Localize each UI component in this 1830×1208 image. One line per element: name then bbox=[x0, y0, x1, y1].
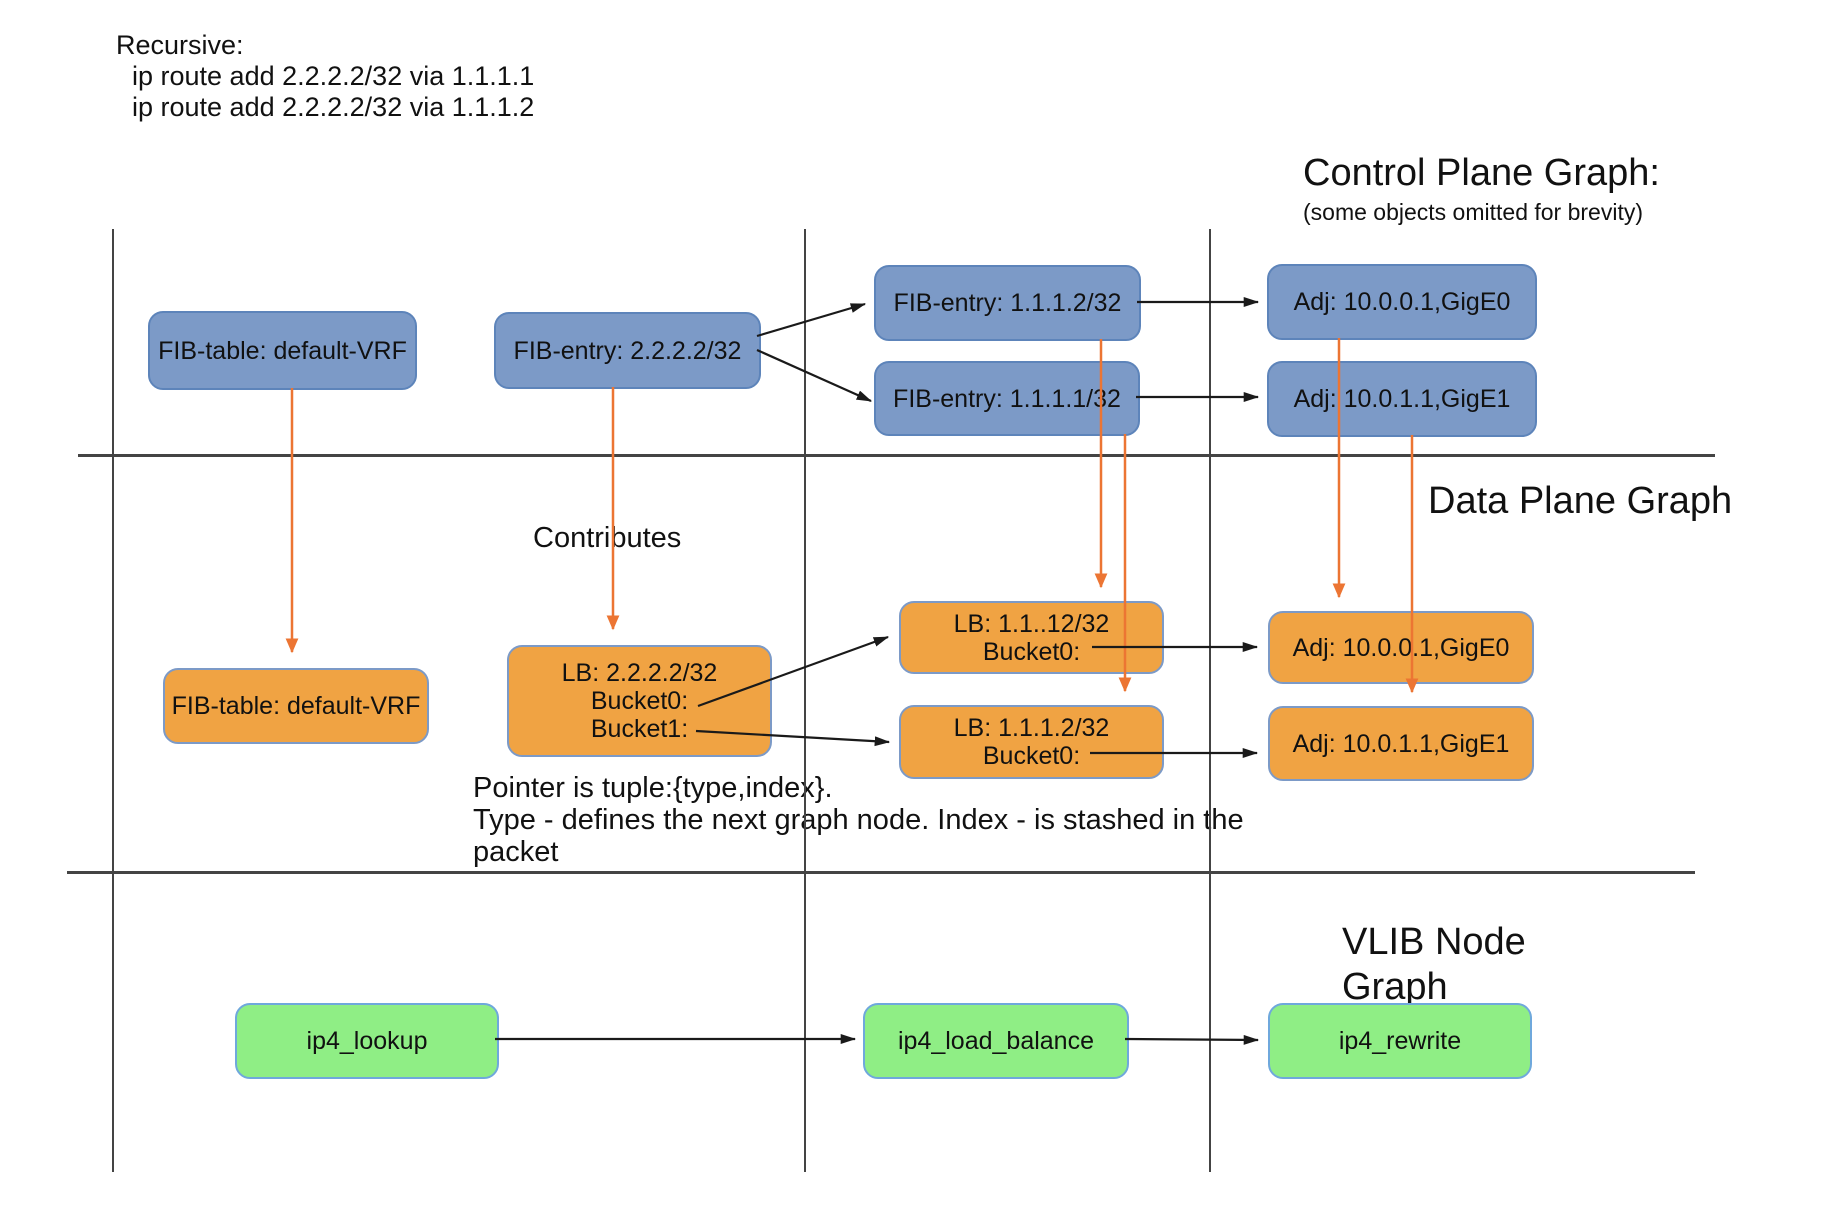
vlib-title-line1: VLIB Node bbox=[1342, 921, 1526, 963]
control-plane-subtitle: (some objects omitted for brevity) bbox=[1303, 199, 1644, 225]
node-label: Adj: 10.0.0.1,GigE0 bbox=[1293, 288, 1511, 316]
arrow-fib-entry-2222-to-1111 bbox=[756, 348, 873, 403]
arrow-load-balance-to-rewrite bbox=[1124, 1034, 1260, 1045]
arrow-lb2222-bucket0-to-lb1112a bbox=[697, 635, 890, 708]
control-plane-title: Control Plane Graph: bbox=[1303, 152, 1660, 194]
node-dp-adj-gige0: Adj: 10.0.0.1,GigE0 bbox=[1268, 611, 1534, 684]
pointer-note: Pointer is tuple:{type,index}.Type - def… bbox=[473, 772, 1244, 868]
node-cp-fib-entry-1111: FIB-entry: 1.1.1.1/32 bbox=[874, 361, 1140, 436]
node-vlib-ip4-load-balance: ip4_load_balance bbox=[863, 1003, 1129, 1079]
node-label: FIB-entry: 2.2.2.2/32 bbox=[513, 336, 742, 365]
node-label: ip4_lookup bbox=[306, 1027, 428, 1055]
node-label: ip4_load_balance bbox=[897, 1027, 1094, 1055]
node-label: Adj: 10.0.1.1,GigE1 bbox=[1293, 385, 1511, 413]
node-dp-fib-table: FIB-table: default-VRF bbox=[163, 668, 429, 744]
pointer-note-line2: Type - defines the next graph node. Inde… bbox=[473, 804, 1244, 836]
node-label: Adj: 10.0.1.1,GigE1 bbox=[1292, 729, 1510, 758]
node-vlib-ip4-rewrite: ip4_rewrite bbox=[1268, 1003, 1532, 1079]
grid-vline-right bbox=[1209, 229, 1212, 1172]
node-cp-fib-entry-2222: FIB-entry: 2.2.2.2/32 bbox=[494, 312, 761, 389]
recursive-note: Recursive:ip route add 2.2.2.2/32 via 1.… bbox=[116, 30, 534, 123]
node-label: Adj: 10.0.0.1,GigE0 bbox=[1292, 633, 1510, 662]
node-cp-fib-entry-1112: FIB-entry: 1.1.1.2/32 bbox=[874, 265, 1141, 341]
node-vlib-ip4-lookup: ip4_lookup bbox=[235, 1003, 499, 1079]
node-label: FIB-entry: 1.1.1.1/32 bbox=[893, 384, 1121, 413]
recursive-route-2: ip route add 2.2.2.2/32 via 1.1.1.2 bbox=[132, 92, 535, 122]
pointer-note-line3: packet bbox=[473, 836, 559, 868]
arrow-lb2222-bucket1-to-lb1112b bbox=[695, 729, 891, 747]
grid-hline-control-data bbox=[78, 454, 1715, 457]
contributes-label: Contributes bbox=[533, 522, 682, 554]
node-label: ip4_rewrite bbox=[1338, 1027, 1462, 1055]
grid-hline-data-vlib bbox=[67, 871, 1695, 874]
node-dp-adj-gige1: Adj: 10.0.1.1,GigE1 bbox=[1268, 706, 1534, 781]
node-label: FIB-table: default-VRF bbox=[158, 336, 407, 365]
recursive-title: Recursive: bbox=[116, 30, 244, 60]
node-label: FIB-entry: 1.1.1.2/32 bbox=[893, 289, 1122, 317]
node-label: FIB-table: default-VRF bbox=[171, 692, 421, 720]
vlib-title-line2: Graph bbox=[1342, 966, 1448, 1008]
node-cp-fib-table: FIB-table: default-VRF bbox=[148, 311, 417, 390]
grid-vline-middle bbox=[804, 229, 807, 1172]
node-cp-adj-gige0: Adj: 10.0.0.1,GigE0 bbox=[1267, 264, 1537, 340]
data-plane-title: Data Plane Graph bbox=[1428, 480, 1733, 522]
node-cp-adj-gige1: Adj: 10.0.1.1,GigE1 bbox=[1267, 361, 1537, 437]
recursive-route-1: ip route add 2.2.2.2/32 via 1.1.1.1 bbox=[132, 61, 535, 91]
pointer-note-line1: Pointer is tuple:{type,index}. bbox=[473, 772, 833, 804]
grid-vline-left bbox=[112, 229, 115, 1172]
arrow-fib-entry-2222-to-1112 bbox=[756, 302, 867, 338]
